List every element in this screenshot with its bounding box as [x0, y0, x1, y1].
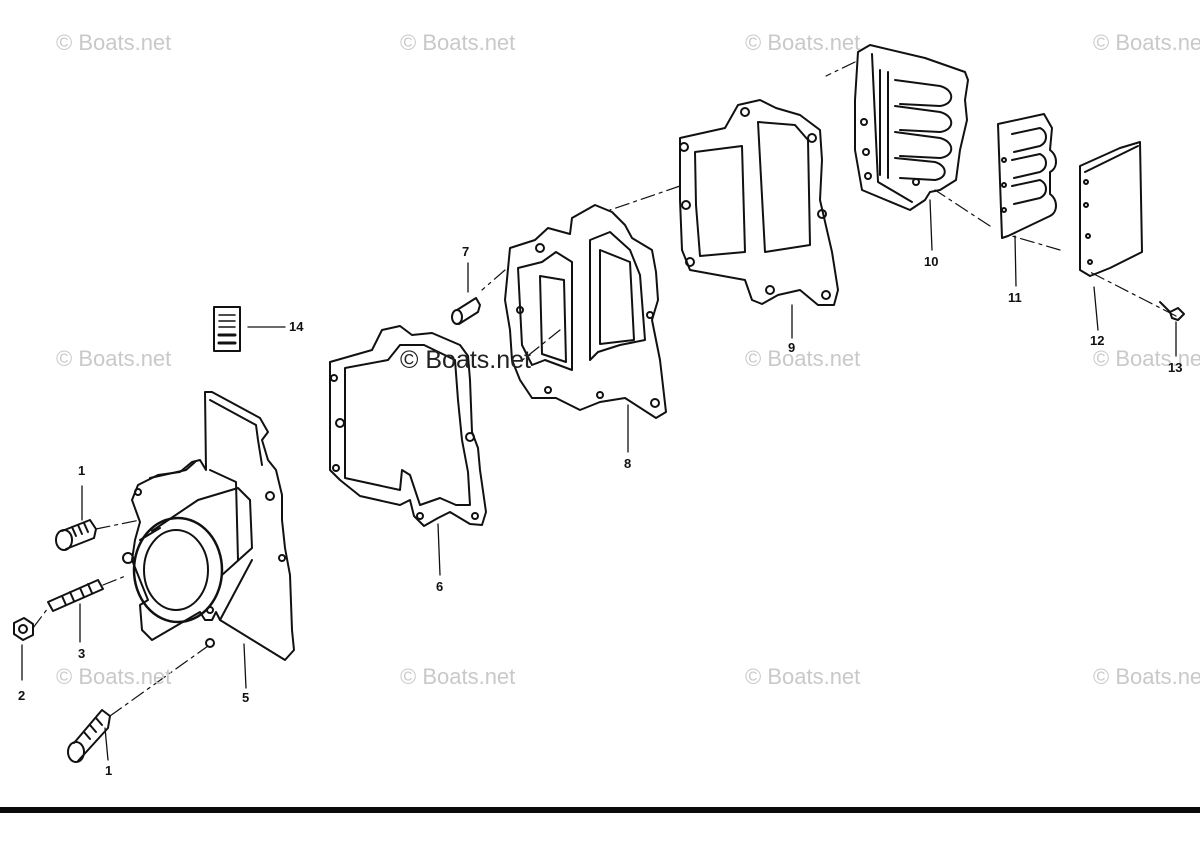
- callout-9: 9: [788, 340, 796, 355]
- callout-13: 13: [1168, 360, 1183, 375]
- callout-12: 12: [1090, 333, 1105, 348]
- watermark: © Boats.net: [1093, 30, 1200, 55]
- watermark: © Boats.net: [745, 30, 861, 55]
- part-7-screw: [451, 297, 481, 325]
- part-6-gasket: [329, 325, 487, 527]
- callout-1-lower: 1: [105, 763, 113, 778]
- callout-2: 2: [18, 688, 26, 703]
- part-12-stop-plate: [1079, 141, 1143, 277]
- watermark: © Boats.net: [56, 664, 172, 689]
- part-8-reed-plate: [504, 204, 667, 419]
- part-10-reed-block: [854, 44, 969, 211]
- alignment-axes: [32, 61, 1177, 717]
- center-watermark: © Boats.net: [400, 346, 531, 374]
- part-14-decal: [213, 306, 241, 352]
- watermark: © Boats.net: [56, 30, 172, 55]
- callout-8: 8: [624, 456, 632, 471]
- callout-11: 11: [1008, 290, 1022, 305]
- callout-14: 14: [289, 319, 304, 334]
- watermark: © Boats.net: [400, 30, 516, 55]
- watermark: © Boats.net: [1093, 346, 1200, 371]
- callout-1-upper: 1: [78, 463, 86, 478]
- part-9-gasket: [679, 99, 839, 306]
- callout-7: 7: [462, 244, 470, 259]
- part-2-nut: [13, 617, 34, 641]
- part-5-intake-adapter: [122, 391, 295, 661]
- callout-6: 6: [436, 579, 444, 594]
- part-3-stud: [47, 579, 104, 612]
- part-1-lower-screw: [67, 709, 111, 763]
- watermark: © Boats.net: [1093, 664, 1200, 689]
- bottom-rule: [0, 807, 1200, 813]
- callout-3: 3: [78, 646, 86, 661]
- watermark: © Boats.net: [400, 664, 516, 689]
- part-13-screw: [1159, 301, 1185, 321]
- watermark: © Boats.net: [745, 346, 861, 371]
- watermark: © Boats.net: [745, 664, 861, 689]
- part-1-upper-screw: [55, 519, 97, 551]
- callout-5: 5: [242, 690, 250, 705]
- leader-lines: [21, 199, 1177, 761]
- watermark: © Boats.net: [56, 346, 172, 371]
- callout-10: 10: [924, 254, 939, 269]
- part-11-reed-petal: [997, 113, 1057, 239]
